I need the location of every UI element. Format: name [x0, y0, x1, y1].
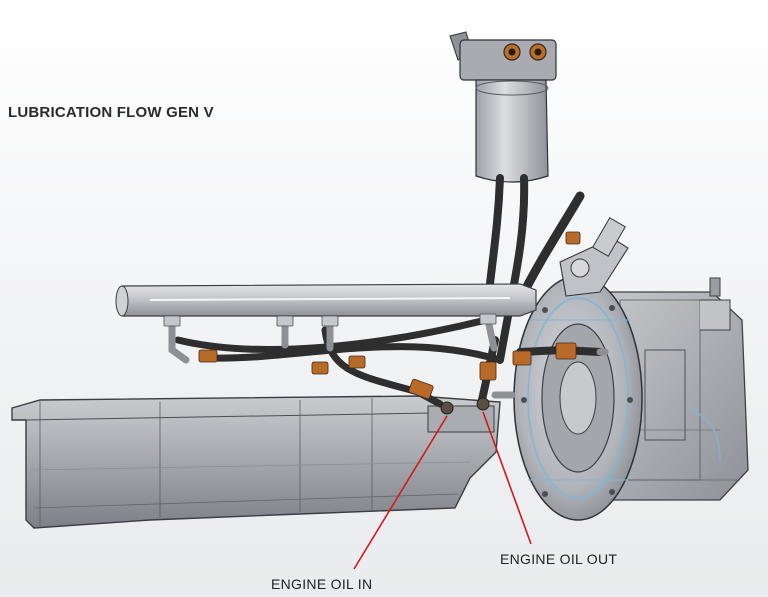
leader-engine-oil-out [482, 411, 532, 545]
oil-pan [11, 395, 501, 529]
leader-engine-oil-in [353, 415, 448, 570]
oil-rail [115, 283, 537, 317]
bell-housing [513, 217, 643, 521]
diagram-title: LUBRICATION FLOW GEN V [8, 104, 214, 121]
hose-fittings [163, 231, 581, 415]
label-engine-oil-out: ENGINE OIL OUT [500, 551, 618, 567]
callout-leader-lines [353, 411, 532, 570]
label-engine-oil-in: ENGINE OIL IN [271, 576, 373, 592]
oil-filter [449, 31, 557, 183]
